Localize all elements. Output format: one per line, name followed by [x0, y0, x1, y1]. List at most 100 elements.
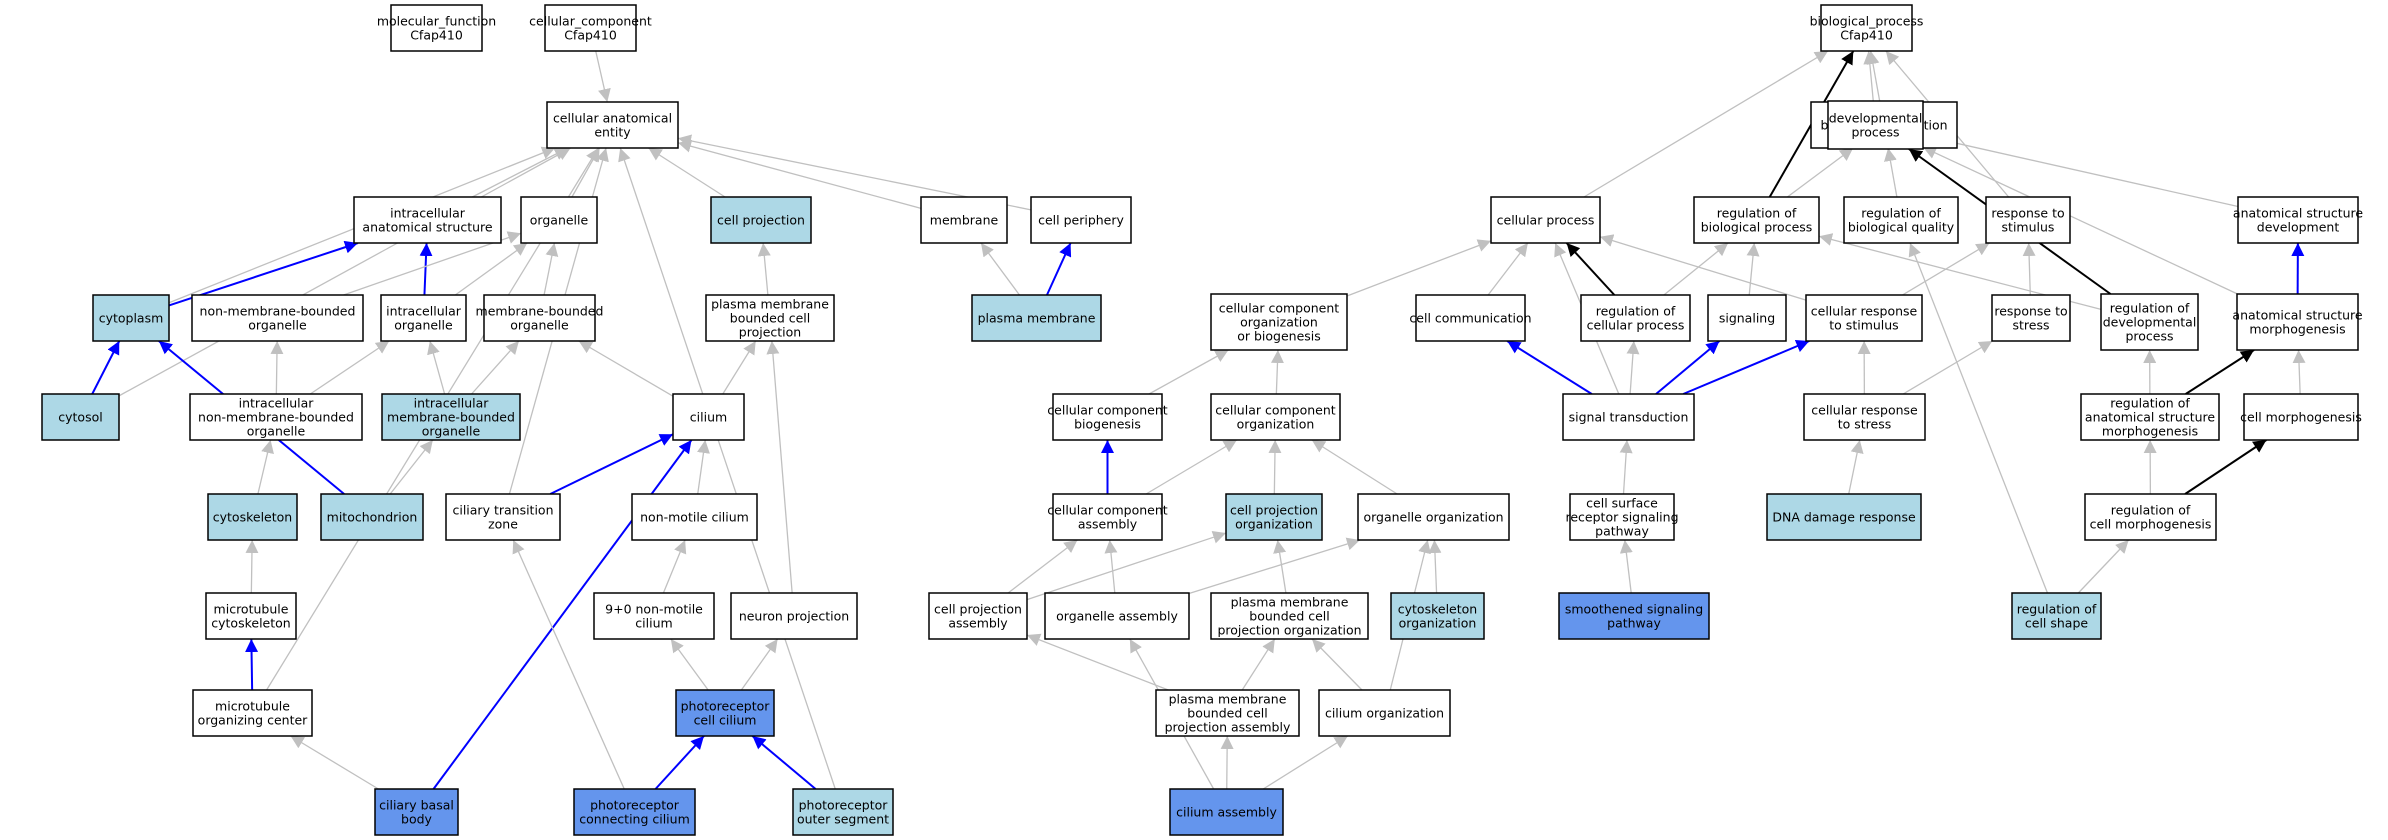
go-term-ciliumasm[interactable]: cilium assembly: [1169, 788, 1284, 836]
edge-ctz-to-cilium: [549, 433, 674, 495]
go-term-orgorg[interactable]: organelle organization: [1357, 493, 1510, 541]
go-term-ciliumorg[interactable]: cilium organization: [1318, 689, 1451, 737]
go-term-sigtrans[interactable]: signal transduction: [1562, 393, 1695, 441]
go-term-label: microtubule: [215, 699, 290, 714]
go-term-cytoskel[interactable]: cytoskeleton: [207, 493, 298, 541]
go-term-membrane[interactable]: membrane: [920, 196, 1008, 244]
go-term-cellcomm[interactable]: cell communication: [1409, 294, 1532, 342]
go-term-cilium[interactable]: cilium: [672, 393, 745, 441]
go-term-cellproj[interactable]: cell projection: [710, 196, 812, 244]
go-term-signaling[interactable]: signaling: [1707, 294, 1787, 342]
edge-intorg-to-ias: [419, 242, 433, 296]
go-term-label: organelle: [510, 318, 569, 333]
go-term-neuronproj[interactable]: neuron projection: [730, 592, 858, 640]
go-term-label: Cfap410: [564, 28, 617, 43]
edge-pconn-to-ctz: [512, 539, 625, 790]
go-term-box: [1052, 393, 1163, 441]
go-term-label: ciliary transition: [452, 503, 553, 518]
go-term-box: [573, 788, 696, 836]
go-term-cytoplasm[interactable]: cytoplasm: [92, 294, 170, 342]
go-term-box: [2243, 393, 2359, 441]
go-term-cytosol[interactable]: cytosol: [41, 393, 120, 441]
go-term-box: [189, 393, 363, 441]
edge-asmorph-to-devproc: [1922, 146, 2238, 295]
go-term-plasmamem[interactable]: plasma membrane: [971, 294, 1102, 342]
go-term-label: cell cilium: [694, 713, 757, 728]
go-term-label: to stress: [1838, 417, 1892, 432]
edge-neuronproj-to-pmbcp: [766, 340, 793, 594]
go-term-label: intracellular: [386, 304, 462, 319]
go-term-box: [1169, 788, 1284, 836]
edge-pconn-to-pcc: [654, 735, 705, 790]
go-term-nmcilium[interactable]: non-motile cilium: [631, 493, 758, 541]
go-term-cellper[interactable]: cell periphery: [1030, 196, 1132, 244]
go-term-label: connecting cilium: [579, 812, 690, 827]
edge-regcp-to-cellproc: [1565, 242, 1616, 296]
go-term-inmbo[interactable]: intracellularnon-membrane-boundedorganel…: [189, 393, 363, 441]
go-term-label: anatomical structure: [362, 220, 492, 235]
go-term-label: process: [1851, 125, 1899, 140]
go-term-label: organelle: [248, 318, 307, 333]
go-term-mito[interactable]: mitochondrion: [320, 493, 424, 541]
go-term-box: [1562, 393, 1695, 441]
go-term-box: [2080, 393, 2220, 441]
go-term-cellmorph[interactable]: cell morphogenesis: [2240, 393, 2362, 441]
go-term-box: [2236, 293, 2359, 351]
edge-inmbo-to-intorg: [309, 340, 390, 395]
go-term-cellproc[interactable]: cellular process: [1490, 196, 1601, 244]
edge-orgasm-to-orgorg: [1188, 537, 1361, 595]
go-term-orgasm[interactable]: organelle assembly: [1044, 592, 1190, 640]
edge-regcp-to-regbp: [1663, 242, 1729, 296]
edge-orgasm-to-ccasm: [1104, 539, 1118, 594]
go-term-organelle[interactable]: organelle: [520, 196, 598, 244]
go-term-label: cell projection: [717, 213, 805, 228]
go-term-box: [1357, 493, 1510, 541]
go-term-dnadmg[interactable]: DNA damage response: [1766, 493, 1922, 541]
go-term-label: cilium organization: [1325, 706, 1444, 721]
